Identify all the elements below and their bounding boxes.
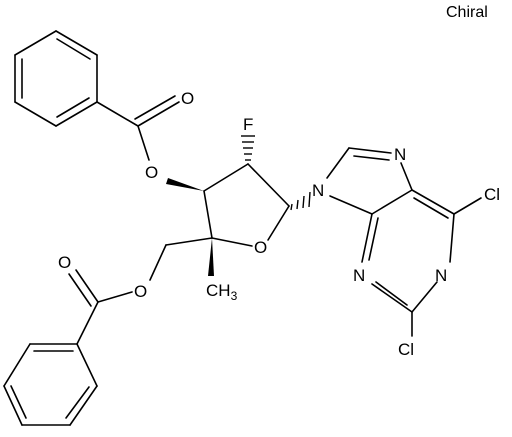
atom-cl6: Cl xyxy=(484,185,500,204)
bond-o-ester-carbonyl-bottom xyxy=(97,291,133,303)
atom-n3: N xyxy=(353,266,365,285)
bond-carbonyl-double-top-a xyxy=(137,101,180,127)
bond-ring-to-carbonyl-top xyxy=(96,101,139,127)
bond-carbonyl-double-bottom-b xyxy=(68,273,92,307)
top-benzene-ring xyxy=(14,30,98,127)
atom-o-ring: O xyxy=(254,238,267,257)
pyrimidine-ring xyxy=(361,189,455,313)
bond-c6-cl xyxy=(453,197,482,215)
hash-c1-n9 xyxy=(290,191,311,211)
atom-o-ester-top: O xyxy=(145,163,158,182)
bottom-benzene-ring xyxy=(3,343,98,426)
bond-carbonyl-double-top-b xyxy=(134,95,176,120)
atom-n9: N xyxy=(312,181,324,200)
bond-o-ring-c1 xyxy=(267,205,290,241)
imidazole-ring xyxy=(326,147,413,215)
atom-n1: N xyxy=(435,266,447,285)
atom-o-carbonyl-bottom: O xyxy=(58,253,71,272)
atom-o-ester-bottom: O xyxy=(134,282,147,301)
bond-c2-c3 xyxy=(203,163,249,192)
bond-ch2-o-ester-bottom xyxy=(149,244,167,281)
bond-c4-ch2 xyxy=(165,237,213,246)
atom-fluorine: F xyxy=(243,115,253,134)
wedge-c3-o xyxy=(166,178,204,191)
bond-carbonyl-to-ring-bottom xyxy=(76,301,99,345)
wedge-c4-methyl xyxy=(208,238,214,276)
chiral-flag: Chiral xyxy=(446,4,488,21)
bond-c3-c4 xyxy=(203,190,213,239)
atom-n7: N xyxy=(394,145,406,164)
bond-c1-c2 xyxy=(247,163,290,207)
bond-carbonyl-to-ester-o-top xyxy=(137,125,150,161)
hash-c2-f xyxy=(241,135,255,161)
bond-c4-o-ring xyxy=(211,237,253,247)
bond-carbonyl-double-bottom-a xyxy=(75,269,99,303)
atom-cl2: Cl xyxy=(398,340,414,359)
atom-o-carbonyl-top: O xyxy=(181,89,194,108)
atom-methyl: CH3 xyxy=(206,281,238,303)
